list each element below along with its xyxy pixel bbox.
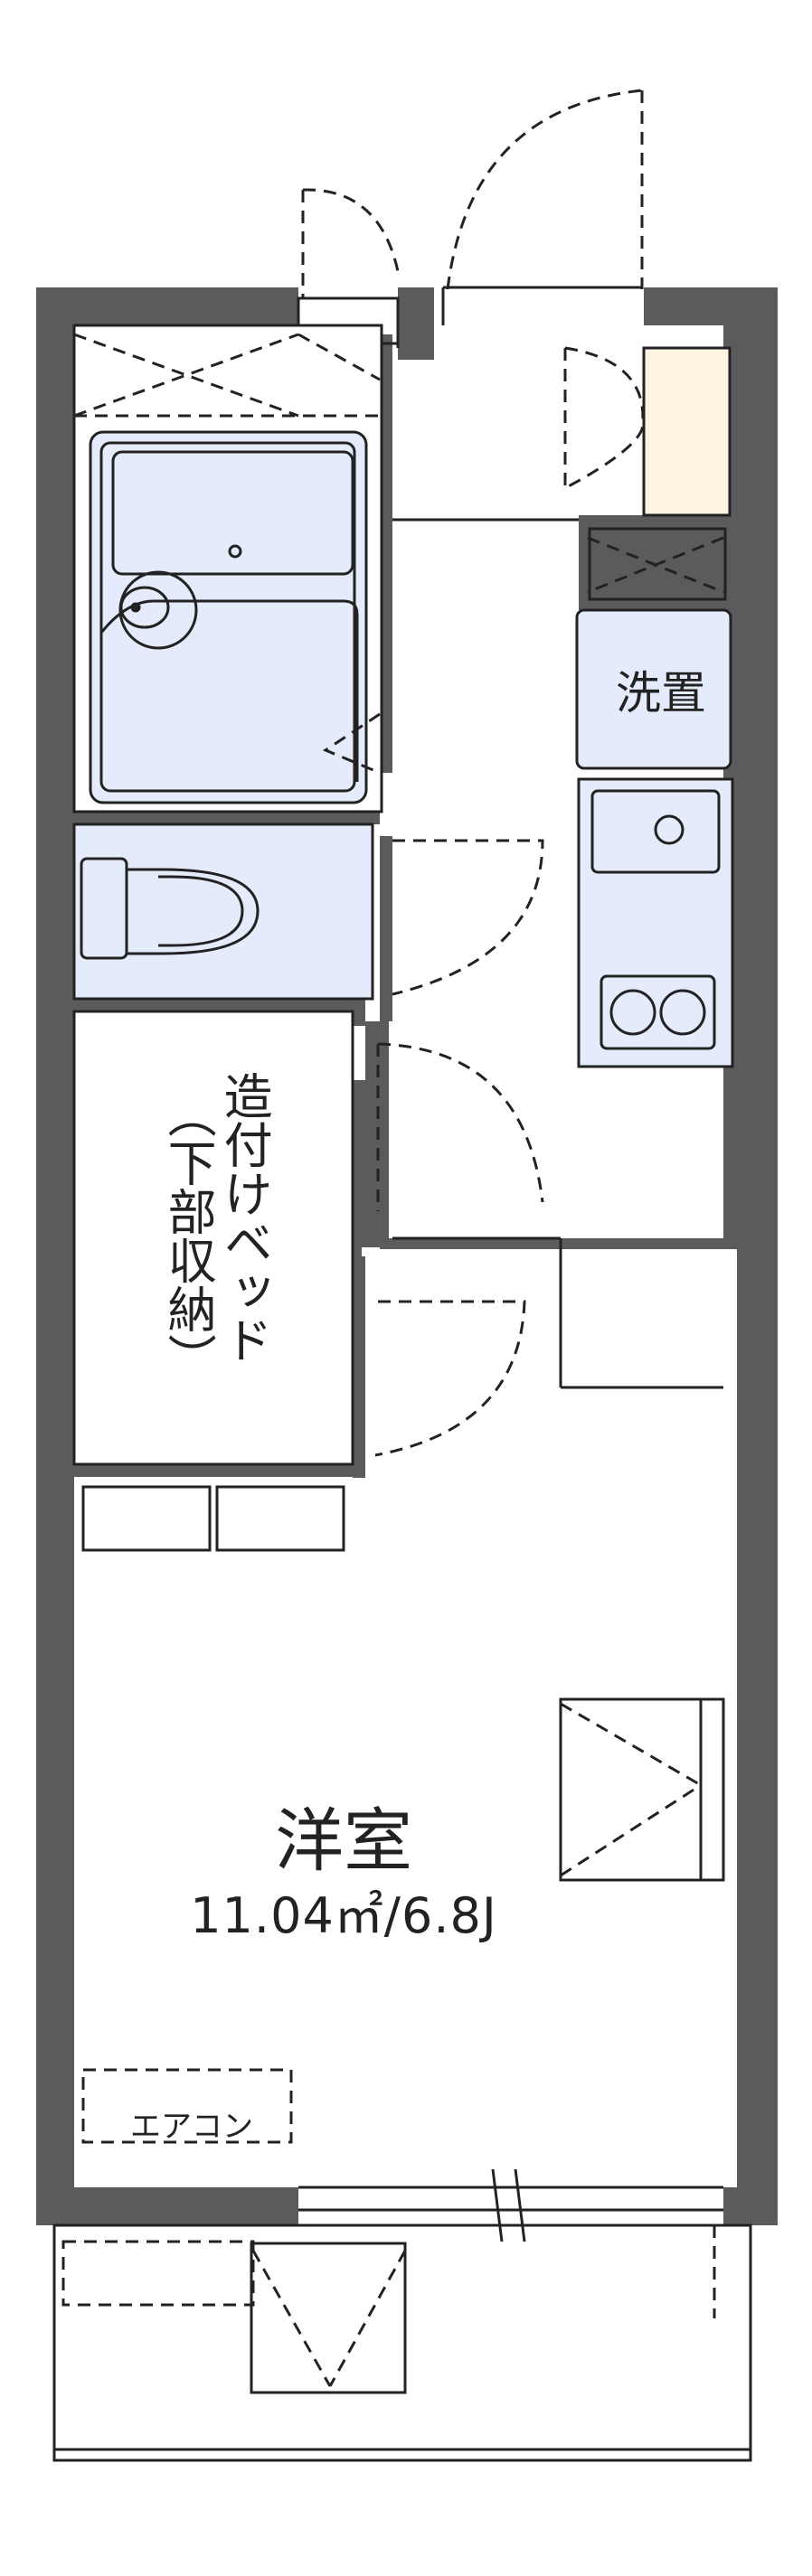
washer-space-label: 洗置 [616, 667, 706, 719]
builtin-bed-sublabel: （下部収納） [159, 1089, 217, 1382]
dashed-lines [61, 89, 724, 2387]
builtin-bed-label: 造付けベッド [215, 1071, 273, 1364]
aircon-label: エアコン [130, 2109, 253, 2145]
exterior-walls [36, 287, 778, 2225]
plan-lines [52, 286, 752, 2462]
interior-walls [74, 325, 737, 1478]
main-room-label: 洋室 [275, 1800, 412, 1881]
main-room-area: 11.04㎡/6.8J [190, 1887, 497, 1944]
